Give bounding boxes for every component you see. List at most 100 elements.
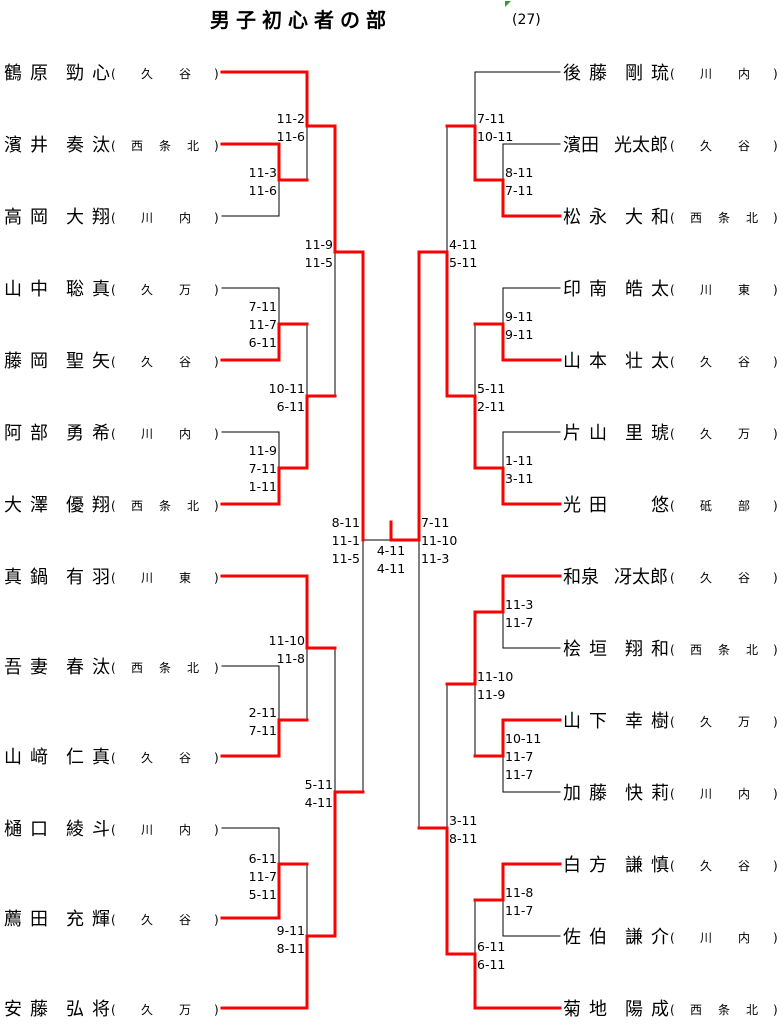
player-school: 川内 [700,931,750,945]
match-score-right-r3-a: 4-115-11 [449,237,477,270]
school-close-paren: ) [773,931,778,945]
player-given-name: 綾斗 [66,819,110,840]
player-entry: 片山里琥(久万) [563,423,778,444]
match-score-left-r3-b: 5-114-11 [305,777,333,810]
player-family-name: 鶴原 [4,63,48,84]
school-open-paren: ( [111,661,116,675]
school-open-paren: ( [111,1003,116,1017]
game-score: 7-11 [249,723,277,738]
school-close-paren: ) [214,283,219,297]
school-open-paren: ( [111,499,116,513]
game-score: 11-3 [421,551,449,566]
school-close-paren: ) [773,571,778,585]
game-score: 5-11 [449,255,477,270]
game-score: 4-11 [377,543,405,558]
school-open-paren: ( [111,913,116,927]
player-given-name: 有羽 [66,567,110,588]
school-close-paren: ) [214,823,219,837]
player-entry: 藤岡聖矢(久谷) [4,351,219,372]
player-given-name: 冴太郎 [614,567,668,588]
player-entry: 山本壮太(久谷) [563,351,778,372]
school-open-paren: ( [670,931,675,945]
game-score: 11-5 [305,255,333,270]
player-family-name: 片山 [563,423,607,444]
player-given-name: 謙介 [625,927,669,948]
game-score: 11-3 [505,597,533,612]
player-school: 西条北 [690,643,758,657]
player-family-name: 山本 [563,351,607,372]
game-score: 11-5 [332,551,360,566]
player-school: 西条北 [131,139,199,153]
game-score: 11-9 [305,237,333,252]
game-score: 11-1 [332,533,360,548]
player-given-name: 春汰 [66,657,110,678]
school-close-paren: ) [214,139,219,153]
player-entry: 菊地陽成(西条北) [563,999,778,1020]
player-given-name: 翔和 [625,639,669,660]
player-family-name: 藤岡 [4,351,48,372]
player-entry: 鶴原勁心(久谷) [4,63,219,84]
game-score: 9-11 [505,327,533,342]
game-score: 5-11 [477,381,505,396]
match-score-right-r1-b: 9-119-11 [505,309,533,342]
game-score: 1-11 [505,453,533,468]
game-score: 11-10 [421,533,457,548]
player-family-name: 佐伯 [563,927,607,948]
player-given-name: 充輝 [66,909,110,930]
player-family-name: 山中 [4,279,48,300]
school-open-paren: ( [111,67,116,81]
player-entry: 真鍋有羽(川東) [4,567,219,588]
school-open-paren: ( [670,211,675,225]
game-score: 11-7 [505,903,533,918]
player-school: 川内 [700,787,750,801]
school-close-paren: ) [214,913,219,927]
school-close-paren: ) [214,751,219,765]
player-entry: 和泉冴太郎(久谷) [563,567,778,588]
player-school: 久谷 [700,355,750,369]
score-list: 11-311-611-211-611-911-57-1111-76-1110-1… [249,111,542,972]
player-given-name: 陽成 [625,999,669,1020]
player-entry: 白方謙慎(久谷) [563,855,778,876]
player-family-name: 菊地 [563,999,607,1020]
game-score: 10-11 [477,129,513,144]
game-score: 3-11 [505,471,533,486]
player-given-name: 快莉 [625,783,669,804]
player-school: 久谷 [700,139,750,153]
player-school: 久谷 [700,859,750,873]
game-score: 11-7 [249,869,277,884]
game-score: 11-7 [249,317,277,332]
player-family-name: 松永 [563,207,607,228]
match-score-right-r2-b: 5-11 2-11 [477,381,505,414]
match-score-left-r2-a: 11-211-6 [277,111,305,144]
school-close-paren: ) [214,571,219,585]
player-given-name: 大翔 [66,207,110,228]
marker-triangle-icon [505,1,511,7]
player-family-name: 和泉 [563,567,599,588]
player-entry: 山下幸樹(久万) [563,711,778,732]
player-entry: 安藤弘将(久万) [4,999,219,1020]
player-family-name: 高岡 [4,207,48,228]
game-score: 7-11 [477,111,505,126]
player-given-name: 剛琉 [625,63,669,84]
game-score: 4-11 [305,795,333,810]
game-score: 11-6 [277,129,305,144]
player-family-name: 白方 [563,855,607,876]
school-open-paren: ( [670,355,675,369]
game-score: 11-9 [249,443,277,458]
game-score: 3-11 [449,813,477,828]
player-school: 川東 [700,283,750,297]
match-score-right-r1-a: 8-117-11 [505,165,533,198]
player-school: 久万 [700,715,750,729]
player-given-name: 勇希 [66,423,110,444]
school-open-paren: ( [111,139,116,153]
match-score-final: 4-114-11 [377,543,405,576]
match-score-left-r2-d: 9-118-11 [277,923,305,956]
school-close-paren: ) [773,139,778,153]
player-family-name: 吾妻 [4,657,48,678]
game-score: 8-11 [505,165,533,180]
player-given-name: 皓太 [625,279,669,300]
game-score: 2-11 [477,399,505,414]
